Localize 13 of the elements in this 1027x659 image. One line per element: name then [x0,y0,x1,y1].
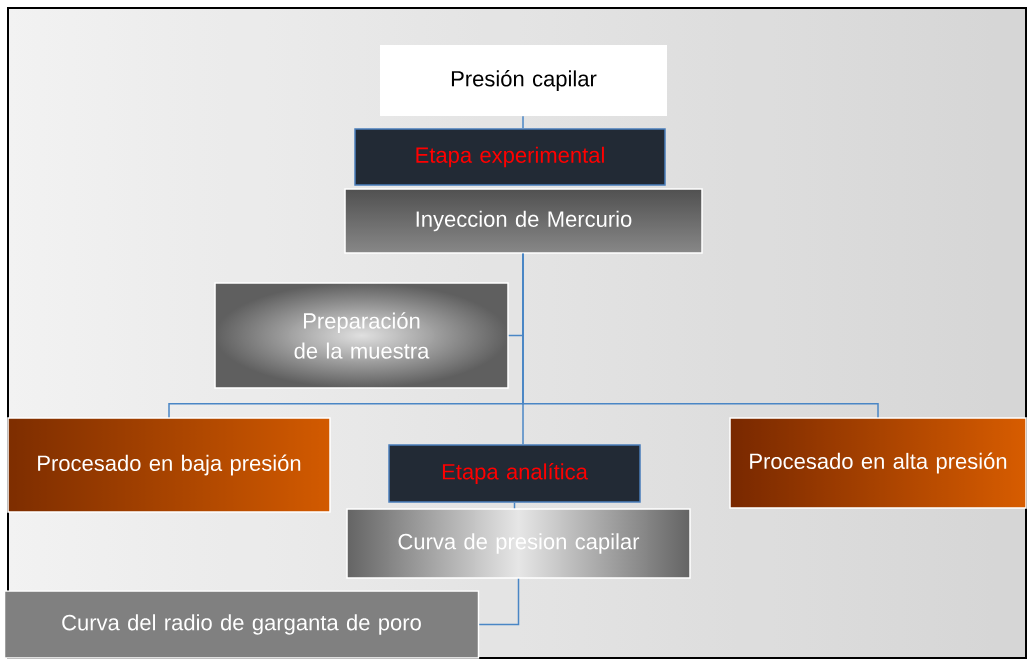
connector-line [522,115,524,129]
process-box: Inyeccion de Mercurio [344,188,703,254]
process-box: Curva del radio de garganta de poro [3,590,480,659]
process-box: Preparación de la muestra [214,282,509,389]
connector-line [522,253,524,445]
title-box: Presión capilar [380,45,667,116]
process-box: Procesado en baja presión [7,417,331,513]
stage-label: Etapa analítica [388,444,641,503]
stage-label: Etapa experimental [354,128,666,186]
connector-line [478,578,520,626]
process-box: Curva de presion capilar [346,508,691,579]
process-box: Procesado en alta presión [729,417,1027,509]
connector-line [513,502,516,509]
